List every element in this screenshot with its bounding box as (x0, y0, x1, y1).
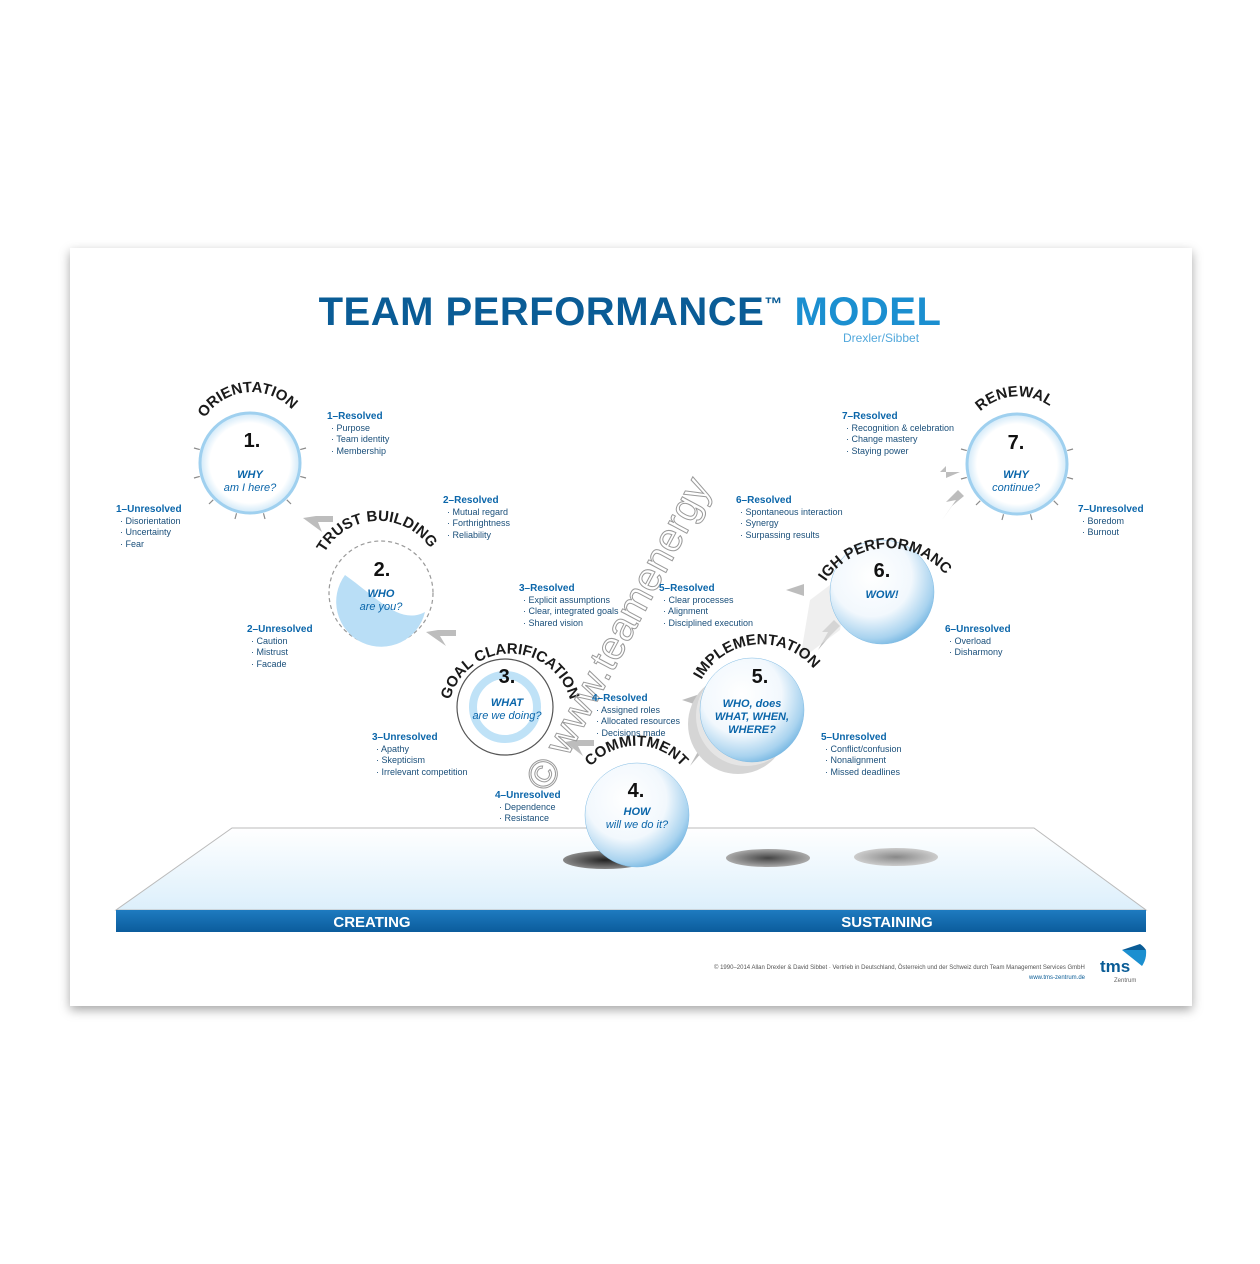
page-title: TEAM PERFORMANCE™ MODEL (318, 290, 942, 334)
stage-question-7b: continue? (992, 482, 1041, 494)
ring-tick (975, 500, 981, 506)
label-2-resolved: 2–Resolved · Mutual regard· Forthrightne… (443, 495, 511, 540)
ring-tick (234, 513, 238, 520)
arrow-2-3 (426, 630, 456, 646)
label-2-unresolved: 2–Unresolved · Caution· Mistrust· Facade (247, 624, 313, 669)
tms-logo-sub: Zentrum (1114, 978, 1136, 984)
label-1-unresolved: 1–Unresolved · Disorientation· Uncertain… (116, 504, 182, 549)
stage-4 (584, 762, 690, 868)
stage-5 (688, 657, 805, 774)
arrow-3-4 (565, 740, 594, 756)
stage-number-4: 4. (628, 780, 645, 802)
label-6-unresolved: 6–Unresolved · Overload· Disharmony (945, 624, 1011, 657)
arrow-7-back (940, 466, 960, 478)
ring-tick (1067, 448, 1074, 452)
footer-copyright: © 1990–2014 Allan Drexler & David Sibbet… (714, 965, 1085, 971)
ring-tick (300, 447, 307, 451)
stage-question-7a: WHY (1003, 469, 1030, 481)
stage-question-5b: WHAT, WHEN, (715, 711, 789, 723)
band (116, 910, 1146, 932)
stage-6 (800, 539, 935, 660)
label-4-unresolved: 4–Unresolved · Dependence· Resistance (495, 790, 561, 823)
arrow-1-2 (303, 516, 333, 532)
ring-tick (1001, 514, 1005, 521)
label-1-resolved: 1–Resolved · Purpose· Team identity· Mem… (327, 411, 390, 456)
stage-question-2b: are you? (360, 601, 404, 613)
ring-tick (193, 447, 200, 451)
stage-number-1: 1. (244, 430, 261, 452)
footer-url[interactable]: www.tms-zentrum.de (1029, 975, 1086, 981)
ball-shadow (726, 849, 810, 867)
authors-subtitle: Drexler/Sibbet (843, 331, 920, 345)
label-7-resolved: 7–Resolved · Recognition & celebration· … (842, 411, 955, 456)
tms-logo-text: tms (1100, 957, 1130, 976)
ring-tick (1067, 476, 1074, 480)
ring-tick (262, 513, 266, 520)
stage-question-3b: are we doing? (472, 710, 542, 722)
ring-tick (960, 476, 967, 480)
ring-tick (960, 448, 967, 452)
arrow-back-6 (786, 584, 804, 596)
stage-question-2a: WHO (368, 588, 395, 600)
stage-3 (456, 658, 554, 756)
stage-question-4a: HOW (624, 806, 653, 818)
stage-number-3: 3. (499, 666, 516, 688)
stage-question-1b: am I here? (224, 482, 277, 494)
stage-name-7: RENEWAL (972, 383, 1056, 414)
band-label-sustaining: SUSTAINING (841, 914, 932, 931)
stage-number-7: 7. (1008, 432, 1025, 454)
stage-question-6: WOW! (866, 589, 899, 601)
stage-2 (328, 540, 434, 647)
stage-question-5a: WHO, does (723, 698, 782, 710)
ring-tick (1029, 514, 1033, 521)
label-3-unresolved: 3–Unresolved · Apathy· Skepticism· Irrel… (372, 732, 468, 777)
stage-number-5: 5. (752, 666, 769, 688)
stage-7 (960, 412, 1074, 521)
ring-tick (286, 499, 292, 505)
ring-tick (208, 499, 214, 505)
stage-number-6: 6. (874, 560, 891, 582)
ring-tick (193, 475, 200, 479)
stage-question-4b: will we do it? (606, 819, 669, 831)
band-label-creating: CREATING (333, 914, 410, 931)
tms-logo: tms Zentrum (1100, 944, 1147, 984)
label-4-resolved: 4–Resolved · Assigned roles· Allocated r… (592, 693, 681, 738)
label-7-unresolved: 7–Unresolved · Boredom· Burnout (1078, 504, 1144, 537)
label-6-resolved: 6–Resolved · Spontaneous interaction· Sy… (736, 495, 843, 540)
ball-shadow (854, 848, 938, 866)
stage-1 (193, 411, 307, 520)
stage-number-2: 2. (374, 559, 391, 581)
stage-question-5c: WHERE? (728, 724, 776, 736)
ring-tick (1053, 500, 1059, 506)
label-3-resolved: 3–Resolved · Explicit assumptions· Clear… (519, 583, 619, 628)
stage-question-1a: WHY (237, 469, 264, 481)
stage-name-2: TRUST BUILDING (313, 508, 440, 555)
label-5-unresolved: 5–Unresolved · Conflict/confusion· Nonal… (821, 732, 902, 777)
arrow-6-7 (942, 490, 964, 520)
label-5-resolved: 5–Resolved · Clear processes· Alignment·… (659, 583, 754, 628)
ring-tick (300, 475, 307, 479)
arrows (303, 466, 964, 766)
stage-question-3a: WHAT (491, 697, 524, 709)
